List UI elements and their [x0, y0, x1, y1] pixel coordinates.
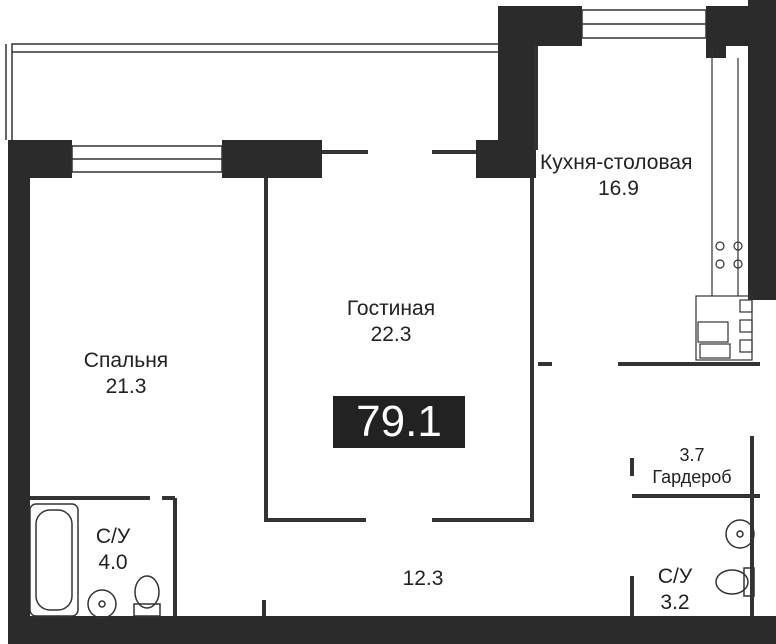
- living-name: Гостиная: [346, 297, 436, 320]
- bedroom-area: 21.3: [105, 375, 147, 398]
- windows: [71, 9, 707, 173]
- bath-left-area: 4.0: [98, 551, 128, 574]
- kitchen-label: Кухня-столовая 16.9: [540, 150, 692, 202]
- bath-left-name: С/У: [95, 525, 131, 548]
- bathtub-icon: [29, 503, 79, 617]
- hall-area: 12.3: [402, 567, 444, 590]
- bedroom-name: Спальня: [83, 349, 169, 372]
- exterior-walls: [8, 0, 776, 644]
- balcony: [5, 43, 498, 140]
- bedroom-label: Спальня 21.3: [70, 348, 182, 400]
- sink-icon: [739, 299, 753, 353]
- washbasin-right-icon: [725, 519, 755, 549]
- wardrobe-label: 3.7 Гардероб: [640, 444, 744, 488]
- bath-right-area: 3.2: [660, 591, 690, 614]
- stove-icon: [715, 241, 743, 269]
- wardrobe-name: Гардероб: [652, 467, 732, 487]
- total-area-badge: 79.1: [333, 396, 465, 448]
- hall-label: 12.3: [398, 566, 448, 592]
- kitchen-name: Кухня-столовая: [540, 151, 693, 174]
- living-area: 22.3: [370, 323, 412, 346]
- bath-right-label: С/У 3.2: [650, 564, 700, 616]
- bath-right-name: С/У: [657, 565, 693, 588]
- living-label: Гостиная 22.3: [335, 296, 447, 348]
- kitchen-area: 16.9: [598, 177, 639, 200]
- bath-left-label: С/У 4.0: [88, 524, 138, 576]
- kitchen-counter: [695, 46, 753, 361]
- washbasin-icon: [87, 589, 117, 619]
- toilet-right-icon: [715, 567, 755, 597]
- wardrobe-area: 3.7: [679, 445, 705, 465]
- toilet-icon: [133, 575, 161, 617]
